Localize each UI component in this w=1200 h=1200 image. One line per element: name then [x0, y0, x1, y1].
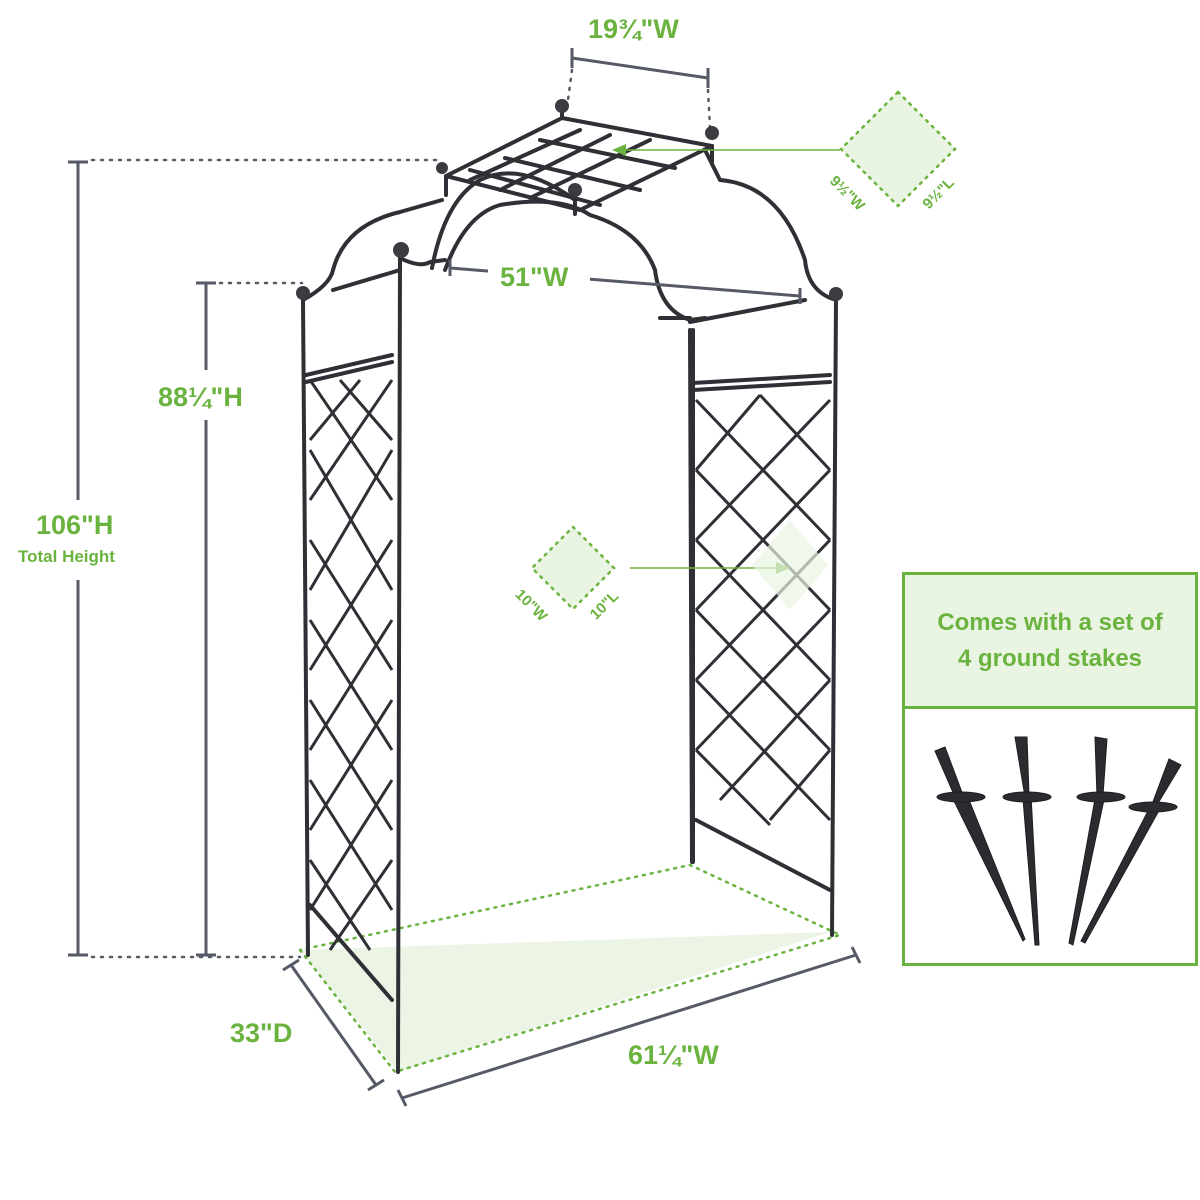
side-height-label: 88¼"H: [158, 382, 243, 412]
roof-grid-callout: [839, 90, 957, 208]
ground-stake-4: [1080, 758, 1182, 944]
arch-frame: [301, 106, 838, 1074]
base-footprint-outline: [298, 863, 844, 1074]
ground-stake-2: [1002, 736, 1052, 946]
finial-balls: [296, 99, 843, 301]
top-width-dimension: [566, 48, 712, 130]
side-height-label-gap: [150, 370, 260, 420]
ground-stakes-heading: Comes with a set of 4 ground stakes: [905, 575, 1195, 709]
top-width-label: 19¾"W: [588, 14, 679, 44]
ground-stake-1: [934, 746, 1026, 942]
base-footprint: [300, 932, 830, 1072]
ground-stakes-line-1: Comes with a set of: [937, 608, 1163, 636]
depth-label: 33"D: [230, 1018, 293, 1048]
arch-width-label-gap: [488, 258, 590, 298]
right-lattice: [694, 393, 832, 827]
ground-stakes-callout: Comes with a set of 4 ground stakes: [902, 572, 1198, 966]
total-height-dimension: [68, 158, 442, 959]
ground-stakes-line-2: 4 ground stakes: [957, 644, 1143, 672]
side-grid-callout: [530, 525, 616, 611]
ground-stakes-illustration: [934, 736, 1182, 946]
base-width-dimension: [396, 946, 862, 1107]
base-width-label: 61¼"W: [628, 1040, 719, 1070]
left-lattice: [308, 379, 394, 951]
ground-stake-3: [1068, 736, 1126, 946]
total-height-label-gap: [40, 500, 120, 580]
roof-grid-arrowhead: [612, 144, 626, 156]
total-height-caption: Total Height: [18, 547, 115, 566]
side-grid-highlight: [752, 520, 828, 610]
total-height-label: 106"H: [36, 510, 114, 540]
arch-width-label: 51"W: [500, 262, 569, 292]
depth-dimension: [282, 958, 385, 1092]
